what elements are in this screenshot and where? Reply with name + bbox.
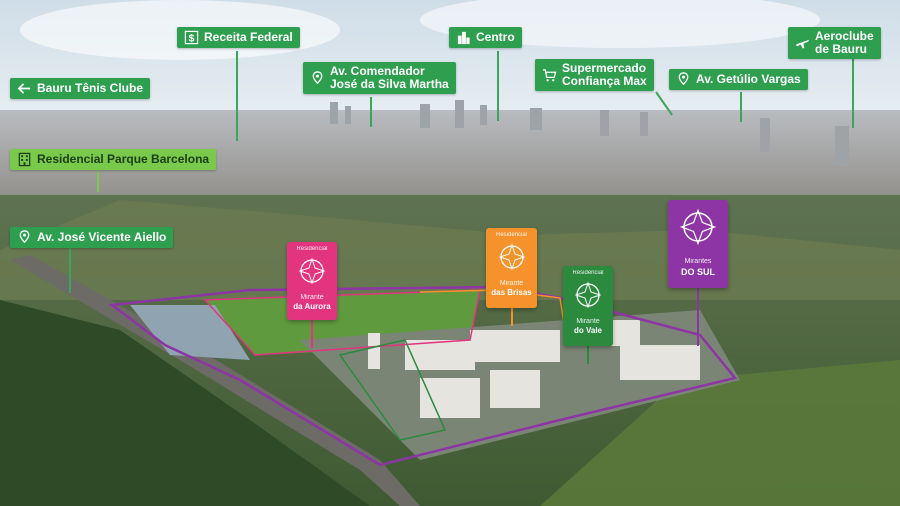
compass-emblem-icon — [298, 257, 326, 285]
label-aeroclube: Aeroclube de Bauru — [788, 27, 881, 60]
dollar-icon: $ — [184, 30, 199, 45]
cart-icon — [542, 68, 557, 83]
marker-pole-vale — [587, 344, 589, 364]
marker-mirante-da-aurora: Residencial Mirante da Aurora — [287, 242, 337, 320]
label-supermercado: Supermercado Confiança Max — [535, 59, 654, 92]
marker-pole-aurora — [311, 318, 313, 348]
label-av-getulio-vargas: Av. Getúlio Vargas — [669, 69, 808, 90]
leader-line-aeroclube — [852, 58, 854, 128]
compass-emblem-icon — [497, 243, 526, 271]
label-bauru-tenis-clube: Bauru Tênis Clube — [10, 78, 151, 99]
leader-line-centro — [497, 51, 499, 121]
marker-mirante-das-brisas: Residencial Mirante das Brisas — [486, 228, 537, 308]
label-av-comendador: Av. Comendador José da Silva Martha — [303, 62, 456, 95]
arrow-left-icon — [17, 81, 32, 96]
buildings-icon — [456, 30, 471, 45]
compass-emblem-icon — [679, 208, 717, 246]
location-pin-icon — [17, 230, 32, 245]
leader-line-receita — [236, 51, 238, 141]
property-perimeter-line — [108, 285, 738, 467]
leader-line-getulio — [740, 92, 742, 122]
label-residencial-parque-barcelona: Residencial Parque Barcelona — [10, 149, 217, 170]
marker-mirante-do-vale: Residencial Mirante do Vale — [563, 266, 613, 346]
label-av-jose-vicente-aiello: Av. José Vicente Aiello — [10, 227, 174, 248]
airplane-icon — [795, 36, 810, 51]
location-pin-icon — [310, 70, 325, 86]
location-pin-icon — [676, 72, 691, 87]
svg-text:$: $ — [189, 33, 195, 44]
leader-line-comendador — [370, 97, 372, 127]
leader-line-aiello — [69, 248, 71, 293]
leader-line-barcelona — [97, 170, 99, 192]
label-centro: Centro — [449, 27, 522, 48]
marker-pole-brisas — [511, 306, 513, 326]
marker-mirantes-do-sul: Mirantes DO SUL — [668, 200, 728, 288]
compass-emblem-icon — [574, 281, 602, 309]
marker-pole-sul — [697, 286, 699, 346]
building-icon — [17, 152, 32, 167]
label-receita-federal: $ Receita Federal — [177, 27, 300, 48]
